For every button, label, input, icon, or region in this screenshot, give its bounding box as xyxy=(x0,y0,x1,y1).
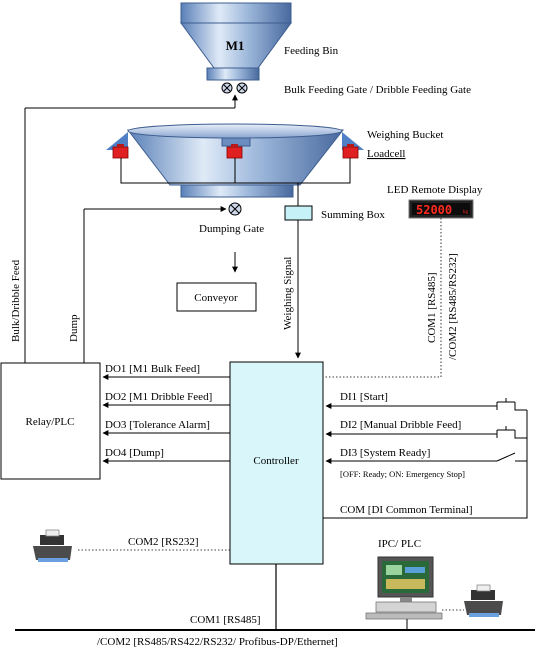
do3-label: DO3 [Tolerance Alarm] xyxy=(105,419,210,431)
summing-box-label: Summing Box xyxy=(321,209,385,221)
led-display-unit: kg xyxy=(463,210,469,215)
printer-com-label: COM2 [RS232] xyxy=(128,536,199,548)
loadcell-wiring xyxy=(120,158,351,184)
loadcell-label: Loadcell xyxy=(367,148,405,160)
feeding-bin: M1 xyxy=(180,2,292,81)
di2-switch-icon xyxy=(496,426,527,439)
ipc-plc-label: IPC/ PLC xyxy=(378,538,421,550)
bus-label-line1: COM1 [RS485] xyxy=(190,614,261,626)
display-com1-label: COM1 [RS485] xyxy=(426,272,438,343)
di1-label: DI1 [Start] xyxy=(340,391,388,403)
relay-plc-label: Relay/PLC xyxy=(26,416,75,428)
com-terminal-label: COM [DI Common Terminal] xyxy=(340,504,473,516)
di3-note: [OFF: Ready; ON: Emergency Stop] xyxy=(340,469,465,479)
led-display-value: 52000 xyxy=(416,203,452,217)
di2-label: DI2 [Manual Dribble Feed] xyxy=(340,419,461,431)
do2-label: DO2 [M1 Dribble Feed] xyxy=(105,391,212,403)
led-remote-display: 52000 kg xyxy=(408,199,474,219)
di3-switch-icon xyxy=(496,452,527,462)
dumping-gate-label: Dumping Gate xyxy=(199,223,264,235)
controller-box xyxy=(229,361,324,565)
dumping-gate-icon xyxy=(228,202,242,216)
conveyor-box xyxy=(176,282,257,312)
digital-outputs: DO1 [M1 Bulk Feed] DO2 [M1 Dribble Feed]… xyxy=(102,363,230,464)
do1-label: DO1 [M1 Bulk Feed] xyxy=(105,363,200,375)
bus-label-line2: /COM2 [RS485/RS422/RS232/ Profibus-DP/Et… xyxy=(97,636,338,648)
printer-left-icon xyxy=(33,529,72,562)
printer-right-icon xyxy=(464,584,503,617)
summing-box xyxy=(284,205,313,221)
weighing-signal-label: Weighing Signal xyxy=(282,257,294,330)
weighing-bucket-label: Weighing Bucket xyxy=(367,129,443,141)
controller-label: Controller xyxy=(253,455,299,467)
bin-id: M1 xyxy=(226,38,245,53)
di3-label: DI3 [System Ready] xyxy=(340,447,430,459)
feeding-bin-label: Feeding Bin xyxy=(284,45,339,57)
bulk-feeding-gate-icon xyxy=(221,82,233,94)
digital-inputs: DI1 [Start] DI2 [Manual Dribble Feed] DI… xyxy=(323,391,528,519)
relay-plc-box xyxy=(0,362,101,480)
display-com2-label: /COM2 [RS485/RS232] xyxy=(447,253,459,360)
ipc-computer-icon xyxy=(365,556,443,630)
dump-label: Dump xyxy=(68,314,80,342)
di-common-line xyxy=(323,410,528,519)
conveyor-label: Conveyor xyxy=(194,292,238,304)
bulk-dribble-feed-label: Bulk/Dribble Feed xyxy=(10,259,22,342)
led-display-label: LED Remote Display xyxy=(387,184,483,196)
gates-label: Bulk Feeding Gate / Dribble Feeding Gate xyxy=(284,84,471,96)
display-com-line xyxy=(323,218,442,378)
dribble-feeding-gate-icon xyxy=(236,82,248,94)
do4-label: DO4 [Dump] xyxy=(105,447,164,459)
di1-switch-icon xyxy=(496,398,527,411)
